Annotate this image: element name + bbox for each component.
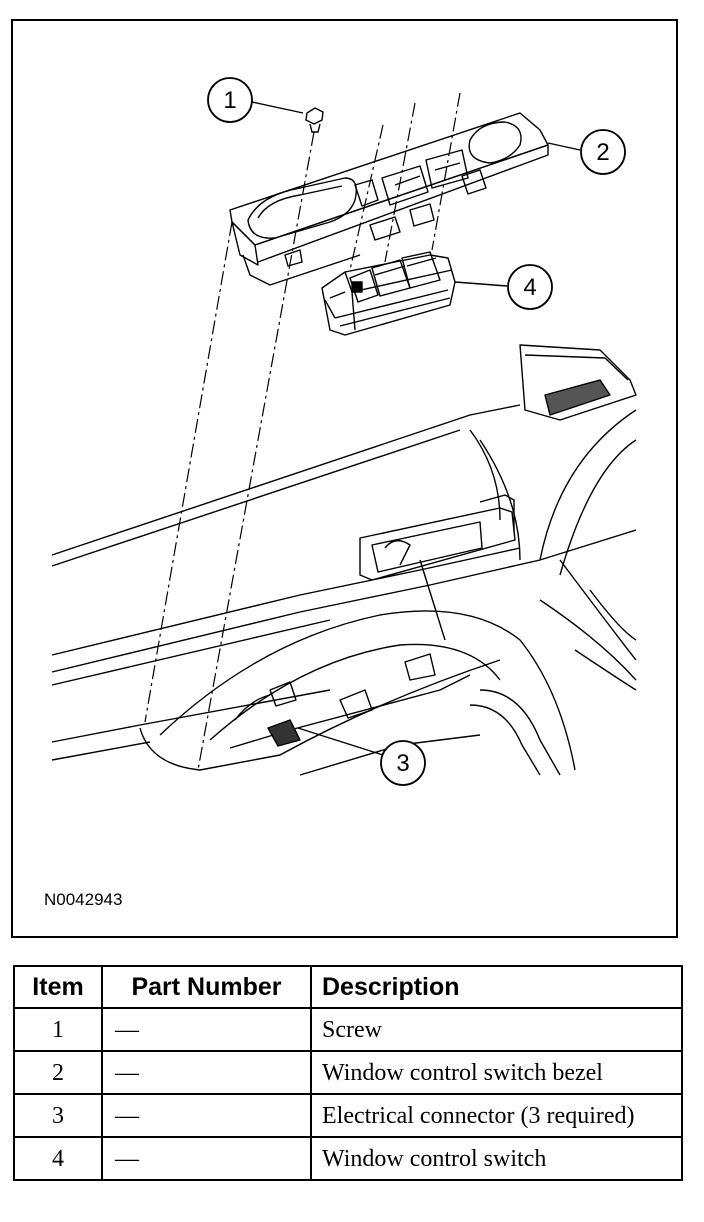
callout-1-label: 1 bbox=[223, 87, 236, 114]
callout-4: 4 bbox=[454, 264, 553, 310]
alignment-lines bbox=[144, 92, 461, 771]
header-description: Description bbox=[310, 965, 683, 1009]
row-description: Screw bbox=[310, 1007, 683, 1052]
callouts: 1 2 3 4 bbox=[207, 77, 626, 786]
figure-frame bbox=[11, 19, 678, 938]
row-item: 2 bbox=[13, 1050, 103, 1095]
callout-2: 2 bbox=[547, 129, 626, 175]
row-part-number: — bbox=[101, 1050, 312, 1095]
callout-3: 3 bbox=[297, 727, 426, 786]
parts-table-header: Item Part Number Description bbox=[13, 965, 683, 1009]
table-row: 4 — Window control switch bbox=[13, 1136, 683, 1181]
row-item: 3 bbox=[13, 1093, 103, 1138]
row-part-number: — bbox=[101, 1007, 312, 1052]
row-part-number: — bbox=[101, 1093, 312, 1138]
row-description: Window control switch bbox=[310, 1136, 683, 1181]
callout-1: 1 bbox=[207, 77, 304, 123]
callout-3-label: 3 bbox=[396, 750, 409, 777]
door-trim-panel bbox=[51, 344, 637, 776]
row-item: 4 bbox=[13, 1136, 103, 1181]
table-row: 3 — Electrical connector (3 required) bbox=[13, 1093, 683, 1138]
screw bbox=[305, 107, 324, 133]
row-part-number: — bbox=[101, 1136, 312, 1181]
callout-2-label: 2 bbox=[596, 139, 609, 166]
callout-4-label: 4 bbox=[523, 274, 536, 301]
table-row: 2 — Window control switch bezel bbox=[13, 1050, 683, 1095]
row-description: Window control switch bezel bbox=[310, 1050, 683, 1095]
window-control-switch bbox=[321, 251, 456, 336]
table-row: 1 — Screw bbox=[13, 1007, 683, 1052]
window-control-switch-bezel bbox=[229, 112, 549, 286]
header-item: Item bbox=[13, 965, 103, 1009]
row-item: 1 bbox=[13, 1007, 103, 1052]
exploded-view-illustration: 1 2 3 4 N0042943 bbox=[11, 19, 678, 938]
figure-id: N0042943 bbox=[44, 890, 122, 909]
row-description: Electrical connector (3 required) bbox=[310, 1093, 683, 1138]
parts-table: Item Part Number Description 1 — Screw 2… bbox=[13, 965, 683, 1181]
header-part-number: Part Number bbox=[101, 965, 312, 1009]
